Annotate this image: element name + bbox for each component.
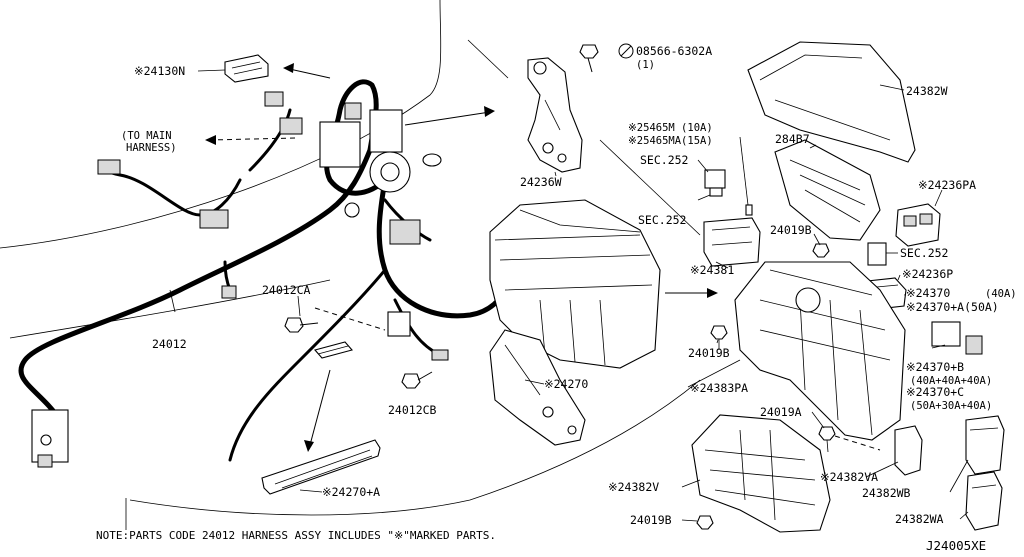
label-to-main-2: HARNESS)	[126, 142, 177, 154]
harness-connectors	[31, 91, 449, 468]
part-labels: ※24130N (TO MAIN HARNESS) 24012 24012CA …	[121, 44, 1017, 527]
label-24236PA: ※24236PA	[918, 178, 976, 192]
label-24019B-b: 24019B	[688, 346, 730, 360]
label-24382W: 24382W	[906, 84, 948, 98]
part-relay-box-main	[489, 199, 661, 369]
bolts-24019	[696, 243, 881, 530]
part-24270-bracket	[314, 341, 353, 359]
label-25465M: ※25465M (10A)	[628, 122, 713, 134]
label-24012: 24012	[152, 337, 187, 351]
label-sec252-a: SEC.252	[640, 153, 688, 167]
leader-arrows	[205, 63, 718, 452]
part-24383PA	[734, 261, 906, 441]
part-24381	[703, 217, 761, 267]
label-24381: ※24381	[690, 263, 734, 277]
part-24382V	[691, 414, 831, 533]
part-24270A	[261, 439, 381, 495]
label-24382V: ※24382V	[608, 480, 659, 494]
label-24382WB: 24382WB	[862, 486, 911, 500]
label-sec252-b: SEC.252	[638, 213, 686, 227]
part-25465	[704, 169, 753, 216]
label-24370B-amp: (40A+40A+40A)	[910, 375, 992, 387]
label-24370C-amp: (50A+30A+40A)	[910, 400, 992, 412]
label-24270: ※24270	[544, 377, 588, 391]
part-24370B	[931, 321, 983, 355]
part-284B7	[774, 139, 881, 241]
label-24012CB: 24012CB	[388, 403, 437, 417]
label-24019A: 24019A	[760, 405, 802, 419]
label-24130N: ※24130N	[134, 64, 185, 78]
label-24370: ※24370	[906, 286, 950, 300]
bolt-24012CA	[284, 295, 386, 333]
label-24383PA: ※24383PA	[690, 381, 748, 395]
leader-lines	[125, 69, 969, 530]
part-24382WB	[965, 415, 1005, 475]
label-284B7: 284B7	[775, 132, 810, 146]
part-sec252-relay	[867, 242, 887, 266]
part-24382WA	[965, 471, 1003, 531]
label-08566-qty: (1)	[636, 59, 655, 71]
label-24012CA: 24012CA	[262, 283, 311, 297]
label-24019B-c: 24019B	[630, 513, 672, 527]
diagram-code: J24005XE	[926, 538, 986, 553]
label-24370B: ※24370+B	[906, 360, 964, 374]
part-24382VA	[894, 425, 923, 476]
bolt-08566	[579, 43, 634, 73]
part-24130N	[224, 54, 269, 83]
label-24270A: ※24270+A	[322, 485, 380, 499]
part-24236W	[527, 57, 583, 173]
part-24236PA	[895, 203, 941, 247]
label-25465MA: ※25465MA(15A)	[628, 135, 713, 147]
label-24382VA: ※24382VA	[820, 470, 878, 484]
label-24236W: 24236W	[520, 175, 562, 189]
parts-note: NOTE:PARTS CODE 24012 HARNESS ASSY INCLU…	[96, 529, 496, 542]
label-24382WA: 24382WA	[895, 512, 944, 526]
label-08566: 08566-6302A	[636, 44, 712, 58]
label-24236P: ※24236P	[902, 267, 953, 281]
part-24270-lower	[489, 329, 586, 446]
label-24370A: ※24370+A(50A)	[906, 300, 999, 314]
part-24382W	[747, 41, 916, 163]
label-to-main-1: (TO MAIN	[121, 130, 172, 142]
label-sec252-c: SEC.252	[900, 246, 948, 260]
label-24370C: ※24370+C	[906, 385, 964, 399]
label-24019B-a: 24019B	[770, 223, 812, 237]
label-24370-amp: (40A)	[985, 288, 1017, 300]
bolt-24012CB	[401, 371, 433, 389]
